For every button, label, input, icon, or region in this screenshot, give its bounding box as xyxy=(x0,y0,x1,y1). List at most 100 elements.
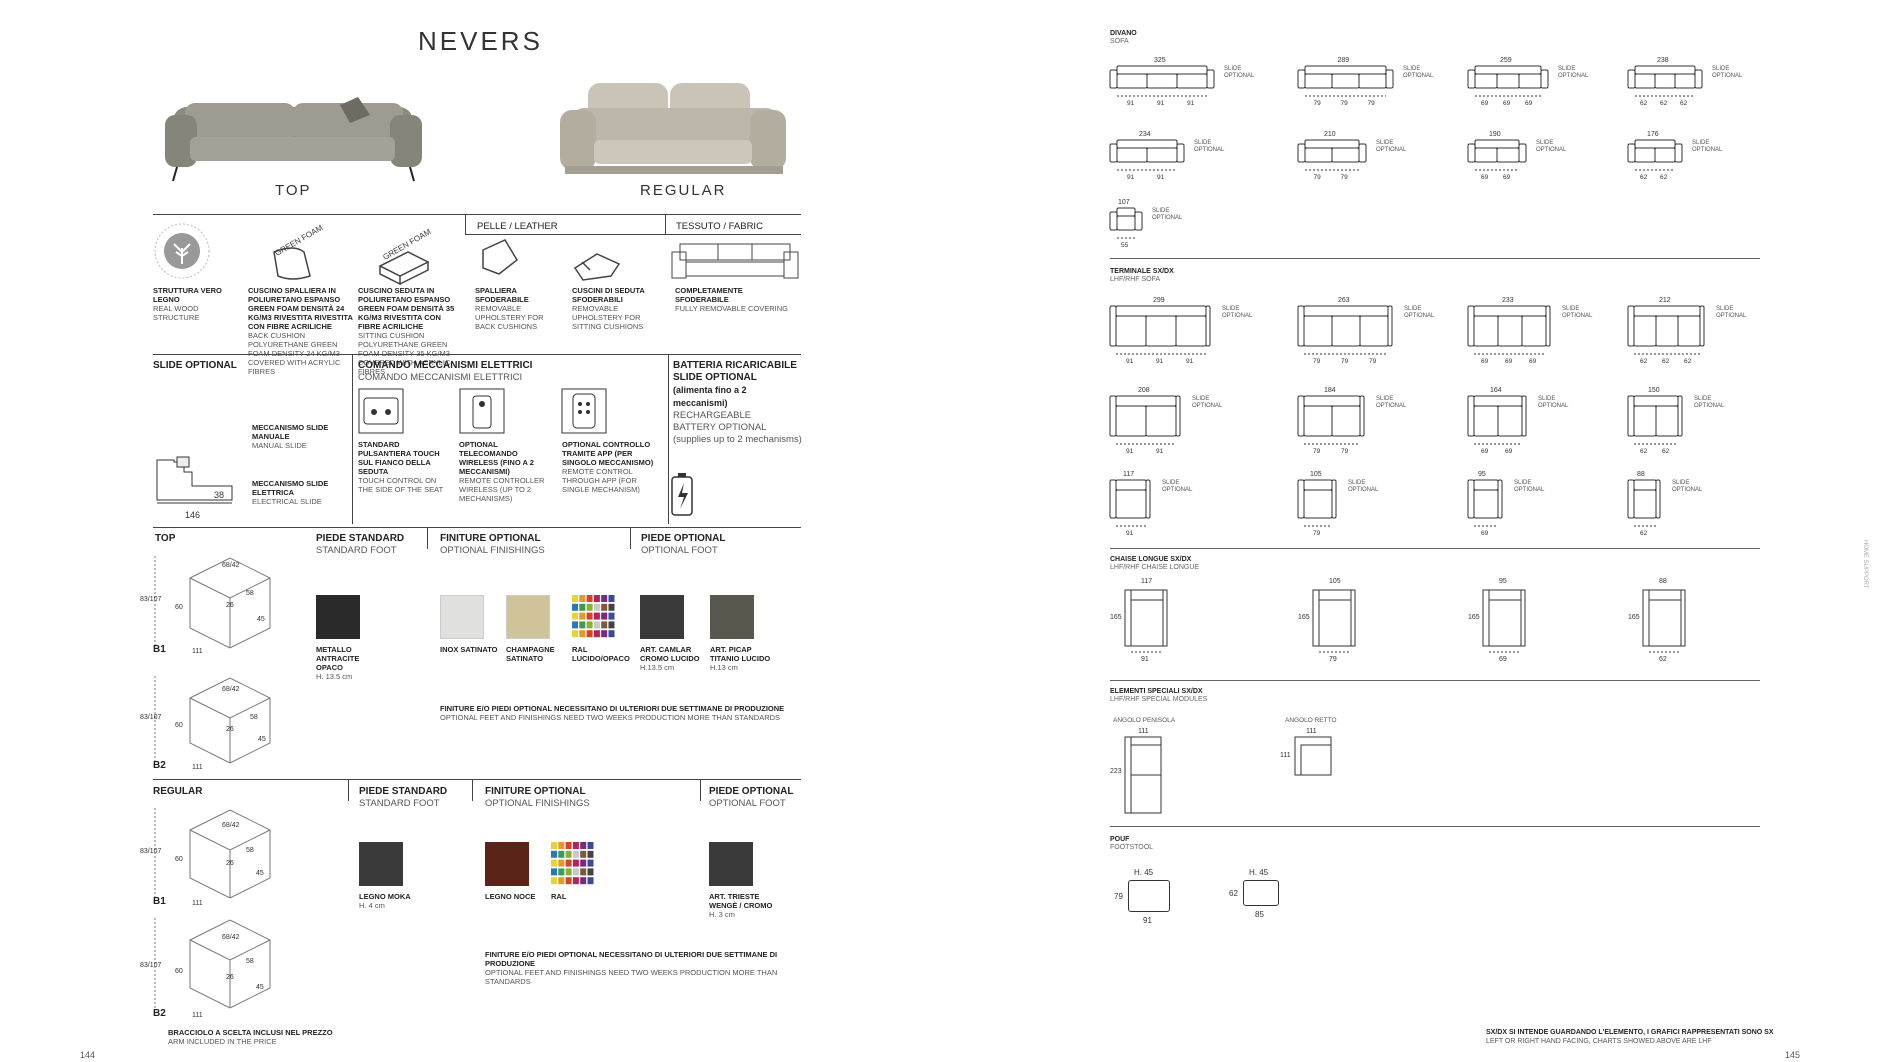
sofa-width: 176 xyxy=(1647,131,1659,138)
sofa-plan-diagram xyxy=(1297,395,1365,445)
slide-optional-label: SLIDE OPTIONAL xyxy=(1348,480,1379,493)
sofa-plan-diagram xyxy=(1467,305,1551,355)
seat-width: 69 xyxy=(1481,530,1489,537)
slide-optional-label: SLIDE OPTIONAL xyxy=(1224,66,1255,79)
finish-swatch[interactable] xyxy=(640,595,684,639)
angolo-retto-diagram xyxy=(1294,736,1332,776)
divider xyxy=(1110,258,1760,259)
top-b1-d2: 26 xyxy=(226,602,234,609)
swatch-name: ART. PICAP TITANIO LUCIDO xyxy=(710,645,771,663)
slide-optional-label: SLIDE OPTIONAL xyxy=(1716,306,1747,319)
regular-b1-d3: 45 xyxy=(256,870,264,877)
sofa-width: 289 xyxy=(1337,57,1350,64)
removable-back-icon xyxy=(482,239,518,275)
sofa-width: 117 xyxy=(1123,471,1135,478)
slide-optional-label: SLIDE OPTIONAL xyxy=(1162,480,1193,493)
pouf-depth: 62 xyxy=(1229,889,1238,898)
finish-swatch[interactable] xyxy=(485,842,529,886)
seat-width: 79 xyxy=(1341,448,1349,455)
seat-width: 62 xyxy=(1662,448,1670,455)
finish-swatch[interactable] xyxy=(316,595,360,639)
seat-width: 62 xyxy=(1660,174,1668,181)
finish-swatch[interactable] xyxy=(440,595,484,639)
top-b1-armchair-diagram xyxy=(154,556,271,649)
seat-width: 55 xyxy=(1121,242,1129,249)
finish-swatch[interactable] xyxy=(359,842,403,886)
swatch-name: ART. CAMLAR CROMO LUCIDO xyxy=(640,645,700,663)
regular-b2-d2: 26 xyxy=(226,974,234,981)
regular-b1-h: 83/107 xyxy=(140,848,162,855)
slide-optional-label: SLIDE OPTIONAL xyxy=(1194,140,1225,153)
sofa-width: 150 xyxy=(1648,387,1660,394)
sofa-width: 208 xyxy=(1138,387,1150,394)
swatch-height: H. 3 cm xyxy=(709,910,735,919)
real-wood-seal-icon xyxy=(154,223,210,279)
sofa-plan-diagram xyxy=(1109,479,1151,527)
swatch-label: CHAMPAGNE SATINATO xyxy=(506,645,576,663)
fully-removable-icon xyxy=(671,243,799,279)
sofa-plan-diagram xyxy=(1297,139,1367,171)
slide-optional-label: SLIDE OPTIONAL xyxy=(1403,66,1434,79)
seat-width: 62 xyxy=(1640,358,1648,365)
seat-width: 79 xyxy=(1313,448,1321,455)
top-b1-d3: 45 xyxy=(257,616,265,623)
seat-width: 69 xyxy=(1529,358,1537,365)
seat-width: 91 xyxy=(1126,530,1134,537)
chaise-depth: 165 xyxy=(1628,614,1640,621)
seat-cushion-icon xyxy=(378,251,430,286)
comando-opt-2: OPTIONAL TELECOMANDO WIRELESS (FINO A 2 … xyxy=(459,440,545,503)
sofa-plan-diagram xyxy=(1109,139,1185,171)
regular-b1-s: 60 xyxy=(175,856,183,863)
top-note: FINITURE E/O PIEDI OPTIONAL NECESSITANO … xyxy=(440,704,785,722)
top-b2-a: 68/42 xyxy=(222,686,240,693)
sofa-width: 190 xyxy=(1489,131,1501,138)
top-b2-h: 83/107 xyxy=(140,714,162,721)
regular-b2-a: 68/42 xyxy=(222,934,240,941)
finish-swatch[interactable] xyxy=(709,842,753,886)
top-b2-d1: 58 xyxy=(250,714,258,721)
swatch-name: RAL LUCIDO/OPACO xyxy=(572,645,630,663)
swatch-name: LEGNO NOCE xyxy=(485,892,536,901)
seat-width: 69 xyxy=(1503,100,1511,107)
slide-height: 38 xyxy=(214,490,225,500)
swatch-label: RAL xyxy=(551,892,621,901)
finish-swatch[interactable] xyxy=(551,842,595,886)
finish-swatch[interactable] xyxy=(572,595,616,639)
feature-3: CUSCINO SEDUTA IN POLIURETANO ESPANSO GR… xyxy=(358,286,455,376)
sofa-width: 95 xyxy=(1478,471,1486,478)
top-b2-armchair-diagram xyxy=(154,676,271,764)
finish-swatch[interactable] xyxy=(506,595,550,639)
seat-width: 62 xyxy=(1680,100,1688,107)
sofa-plan-diagram xyxy=(1627,139,1683,171)
seat-width: 69 xyxy=(1481,100,1489,107)
regular-b1-a: 68/42 xyxy=(222,822,240,829)
sofa-width: 325 xyxy=(1154,57,1166,64)
regular-b2-d1: 58 xyxy=(246,958,254,965)
slide-heading: SLIDE OPTIONAL xyxy=(153,360,237,371)
angolo-retto-width: 111 xyxy=(1306,728,1317,735)
chaise-seat: 91 xyxy=(1141,656,1149,663)
regular-b1-armchair-diagram xyxy=(154,808,271,899)
chaise-seat: 62 xyxy=(1659,656,1667,663)
seat-width: 79 xyxy=(1313,174,1321,181)
seat-width: 62 xyxy=(1640,174,1648,181)
top-b1-s: 60 xyxy=(175,604,183,611)
slide-optional-label: SLIDE OPTIONAL xyxy=(1536,140,1567,153)
finish-swatch[interactable] xyxy=(710,595,754,639)
regular-b1-label: B1 xyxy=(153,896,166,907)
top-b2-s: 60 xyxy=(175,722,183,729)
chaise-plan-diagram xyxy=(1312,589,1356,653)
seat-width: 91 xyxy=(1127,174,1135,181)
regular-b2-label: B2 xyxy=(153,1008,166,1019)
pouf-diagram xyxy=(1128,880,1170,912)
swatch-name: ART. TRIESTE WENGÈ / CROMO xyxy=(709,892,773,910)
side-text: HOME SUPPORT xyxy=(1862,540,1868,589)
slide-optional-label: SLIDE OPTIONAL xyxy=(1538,396,1569,409)
top-heading: TOP xyxy=(155,533,176,544)
seat-width: 91 xyxy=(1187,100,1195,107)
